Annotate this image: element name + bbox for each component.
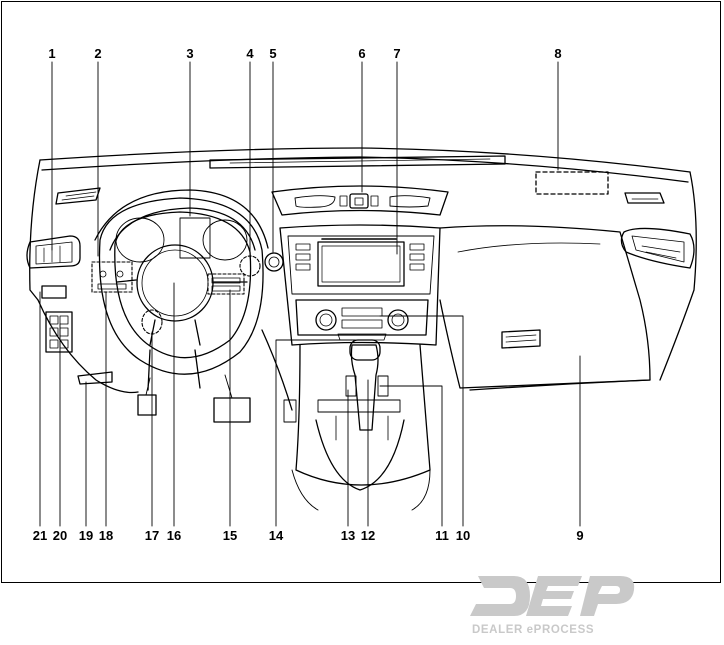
glove-box-handle [501,329,541,349]
brake-pedal [137,394,157,416]
callout-21: 21 [32,528,48,543]
callout-15: 15 [222,528,238,543]
callout-1: 1 [48,46,56,61]
callout-17: 17 [144,528,160,543]
callout-3: 3 [186,46,194,61]
callout-14: 14 [268,528,284,543]
defrost-strip [209,155,506,169]
passenger-airbag-box [535,171,609,195]
left-side-vent [26,235,81,269]
right-top-vent [624,192,665,204]
center-console [295,344,431,486]
callout-10: 10 [455,528,471,543]
instrument-display [179,217,211,259]
knee-panel [77,371,113,385]
dashboard-top-edge [39,147,691,173]
shift-knob [349,339,381,361]
steering-hub [136,244,214,322]
shift-lever [350,344,379,431]
left-lower-panel [41,285,67,299]
hazard-switch [349,193,369,209]
dealer-eprocess-tagline: DEALER ePROCESS [472,624,595,636]
callout-13: 13 [340,528,356,543]
right-climate-knob [387,309,409,331]
left-dash-side [29,159,41,301]
diagram-frame [1,1,721,583]
callout-16: 16 [166,528,182,543]
instrument-shroud [94,189,269,249]
left-spoke-switches [91,261,133,293]
callout-2: 2 [94,46,102,61]
drive-mode-switch [345,375,357,397]
right-dash-side [659,171,697,381]
callout-6: 6 [358,46,366,61]
callout-11: 11 [435,528,449,543]
callout-20: 20 [52,528,68,543]
callout-5: 5 [269,46,277,61]
center-stack-outer [279,224,441,346]
audio-display [317,241,405,287]
dep-logo-letters [470,576,635,616]
right-spoke-switches [207,273,245,295]
dealer-eprocess-logo: DEALER ePROCESS [470,572,640,642]
right-side-vent [620,227,695,269]
left-top-vent [55,187,101,205]
callout-4: 4 [246,46,254,61]
center-vent-panel [271,185,449,216]
callout-8: 8 [554,46,562,61]
callout-19: 19 [78,528,94,543]
callout-9: 9 [576,528,584,543]
callout-7: 7 [393,46,401,61]
passenger-dash [439,225,651,389]
left-climate-knob [315,309,337,331]
steering-wheel-rim [98,197,264,375]
climate-panel [295,299,429,336]
accelerator-pedal [213,397,251,423]
push-button [264,252,284,272]
callout-12: 12 [360,528,376,543]
leader-lines [39,61,581,527]
dashboard-top-edge-inner [41,156,689,183]
callout-18: 18 [98,528,114,543]
